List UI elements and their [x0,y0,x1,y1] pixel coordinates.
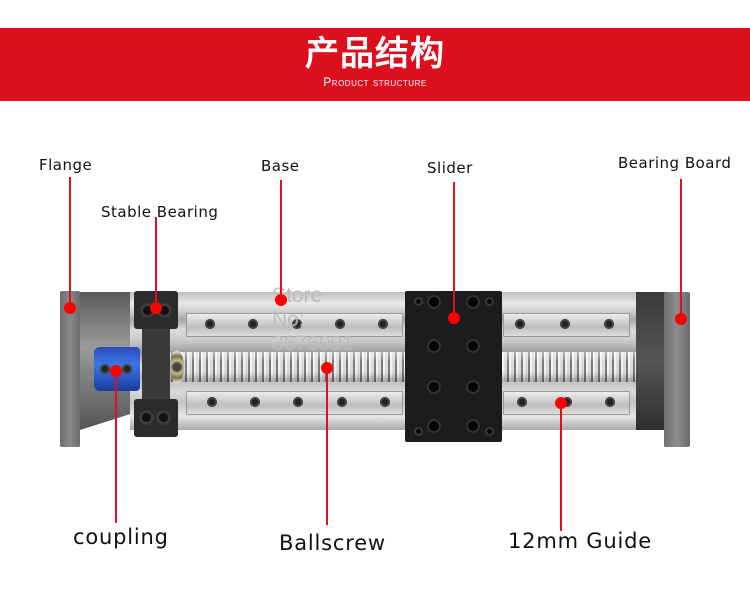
hole-icon [414,427,423,436]
flange [60,291,80,447]
bolt-icon [560,319,570,329]
bolt-icon [100,364,110,374]
bearing-bottom-cap [134,399,178,437]
leader-guide [560,403,562,531]
hole-icon [414,297,423,306]
hole-icon [466,419,480,433]
hole-icon [427,295,441,309]
leader-flange [69,177,71,307]
label-ballscrew: Ballscrew [279,531,386,555]
hole-icon [485,427,494,436]
hole-icon [466,380,480,394]
label-flange: Flange [39,156,93,174]
bolt-icon [207,397,217,407]
label-base: Base [261,157,300,175]
bolt-icon [517,397,527,407]
marker-dot [275,294,287,306]
hole-icon [485,297,494,306]
label-bearing-board: Bearing Board [618,154,732,172]
coupling [94,347,140,391]
bolt-icon [515,319,525,329]
bearing-left [170,350,184,384]
bolt-icon [122,364,132,374]
label-slider: Slider [427,159,473,177]
leader-bearing-board [680,179,682,319]
leader-ballscrew [326,370,328,525]
bolt-icon [562,397,572,407]
bolt-icon [248,319,258,329]
bolt-icon [335,319,345,329]
hole-icon [427,419,441,433]
leader-coupling [115,371,117,523]
leader-slider [453,182,455,317]
marker-dot [448,312,460,324]
marker-dot [675,313,687,325]
bolt-icon [604,319,614,329]
hole-icon [466,295,480,309]
guide-rail-top [186,313,403,337]
bolt-icon [293,397,303,407]
hole-icon [427,339,441,353]
bearing-board-inner [636,292,666,430]
label-coupling: coupling [73,525,169,549]
leader-base [280,180,282,297]
hole-icon [466,339,480,353]
bolt-icon [292,319,302,329]
bolt-icon [378,319,388,329]
marker-dot [321,362,333,374]
bolt-icon [380,397,390,407]
marker-dot [64,302,76,314]
bolt-icon [156,410,171,425]
marker-dot [150,302,162,314]
hole-icon [427,380,441,394]
bolt-icon [337,397,347,407]
header-banner: 产品结构 Product structure [0,28,750,101]
label-stable-bearing: Stable Bearing [101,203,219,221]
bolt-icon [139,410,154,425]
label-guide: 12mm Guide [508,529,652,553]
bolt-icon [605,397,615,407]
bolt-icon [205,319,215,329]
bolt-icon [250,397,260,407]
leader-stable-bearing [155,217,157,304]
bearing-housing [142,329,170,399]
banner-title: 产品结构 [305,34,445,74]
banner-subtitle: Product structure [323,75,427,89]
